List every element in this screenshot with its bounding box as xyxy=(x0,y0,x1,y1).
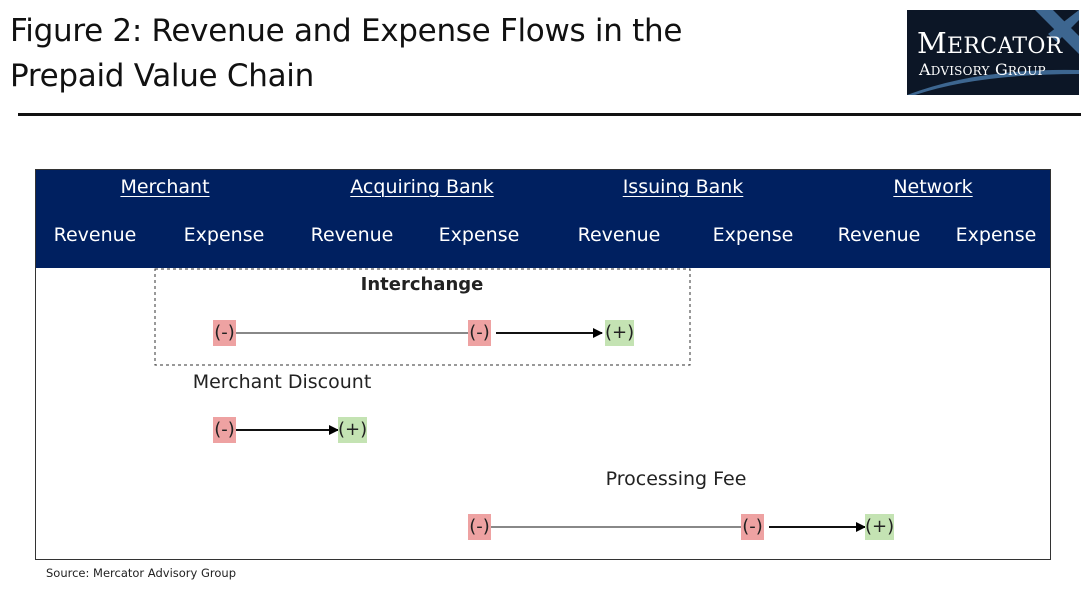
merchant-discount-label: Merchant Discount xyxy=(192,371,372,393)
party-acquiring-bank: Acquiring Bank xyxy=(350,176,494,198)
discount-merchant-negative: (-) xyxy=(213,417,236,443)
logo-swoosh-icon xyxy=(907,10,1079,95)
party-issuing-bank: Issuing Bank xyxy=(622,176,744,198)
col-acquiring-revenue: Revenue xyxy=(310,224,394,246)
interchange-issuer-positive: (+) xyxy=(605,320,634,346)
col-merchant-expense: Expense xyxy=(183,224,265,246)
flow-lines xyxy=(154,268,866,532)
fee-acquirer-negative: (-) xyxy=(468,514,491,540)
party-merchant: Merchant xyxy=(120,176,210,198)
processing-fee-label: Processing Fee xyxy=(605,468,747,490)
interchange-acquirer-negative: (-) xyxy=(468,320,491,346)
logo-initial: M xyxy=(917,26,947,60)
logo-tag-d: ROUP xyxy=(1007,64,1046,78)
figure-title-line1: Figure 2: Revenue and Expense Flows in t… xyxy=(10,13,683,49)
col-network-revenue: Revenue xyxy=(837,224,921,246)
col-merchant-revenue: Revenue xyxy=(53,224,137,246)
mercator-logo: MERCATOR ADVISORY GROUP xyxy=(907,10,1079,95)
fee-network-positive: (+) xyxy=(865,514,894,540)
source-note: Source: Mercator Advisory Group xyxy=(46,566,236,580)
logo-tag-a: A xyxy=(919,60,931,79)
discount-acquirer-positive: (+) xyxy=(338,417,367,443)
interchange-group-box xyxy=(154,268,691,366)
col-issuing-expense: Expense xyxy=(712,224,794,246)
fee-issuer-negative: (-) xyxy=(741,514,764,540)
logo-tag-b: DVISORY xyxy=(930,64,990,78)
logo-line2: ADVISORY GROUP xyxy=(919,61,1079,80)
title-divider xyxy=(18,113,1081,116)
logo-tag-c: G xyxy=(994,60,1008,79)
interchange-merchant-negative: (-) xyxy=(213,320,236,346)
figure-title: Figure 2: Revenue and Expense Flows in t… xyxy=(10,9,870,99)
col-acquiring-expense: Expense xyxy=(438,224,520,246)
logo-line1: MERCATOR xyxy=(917,27,1077,63)
figure-title-line2: Prepaid Value Chain xyxy=(10,58,314,94)
col-issuing-revenue: Revenue xyxy=(577,224,661,246)
diagram-header: Merchant Acquiring Bank Issuing Bank Net… xyxy=(36,170,1050,268)
party-network: Network xyxy=(893,176,973,198)
flow-diagram: Merchant Acquiring Bank Issuing Bank Net… xyxy=(35,169,1051,560)
col-network-expense: Expense xyxy=(955,224,1037,246)
logo-name: ERCATOR xyxy=(947,34,1063,59)
interchange-label: Interchange xyxy=(360,274,484,295)
